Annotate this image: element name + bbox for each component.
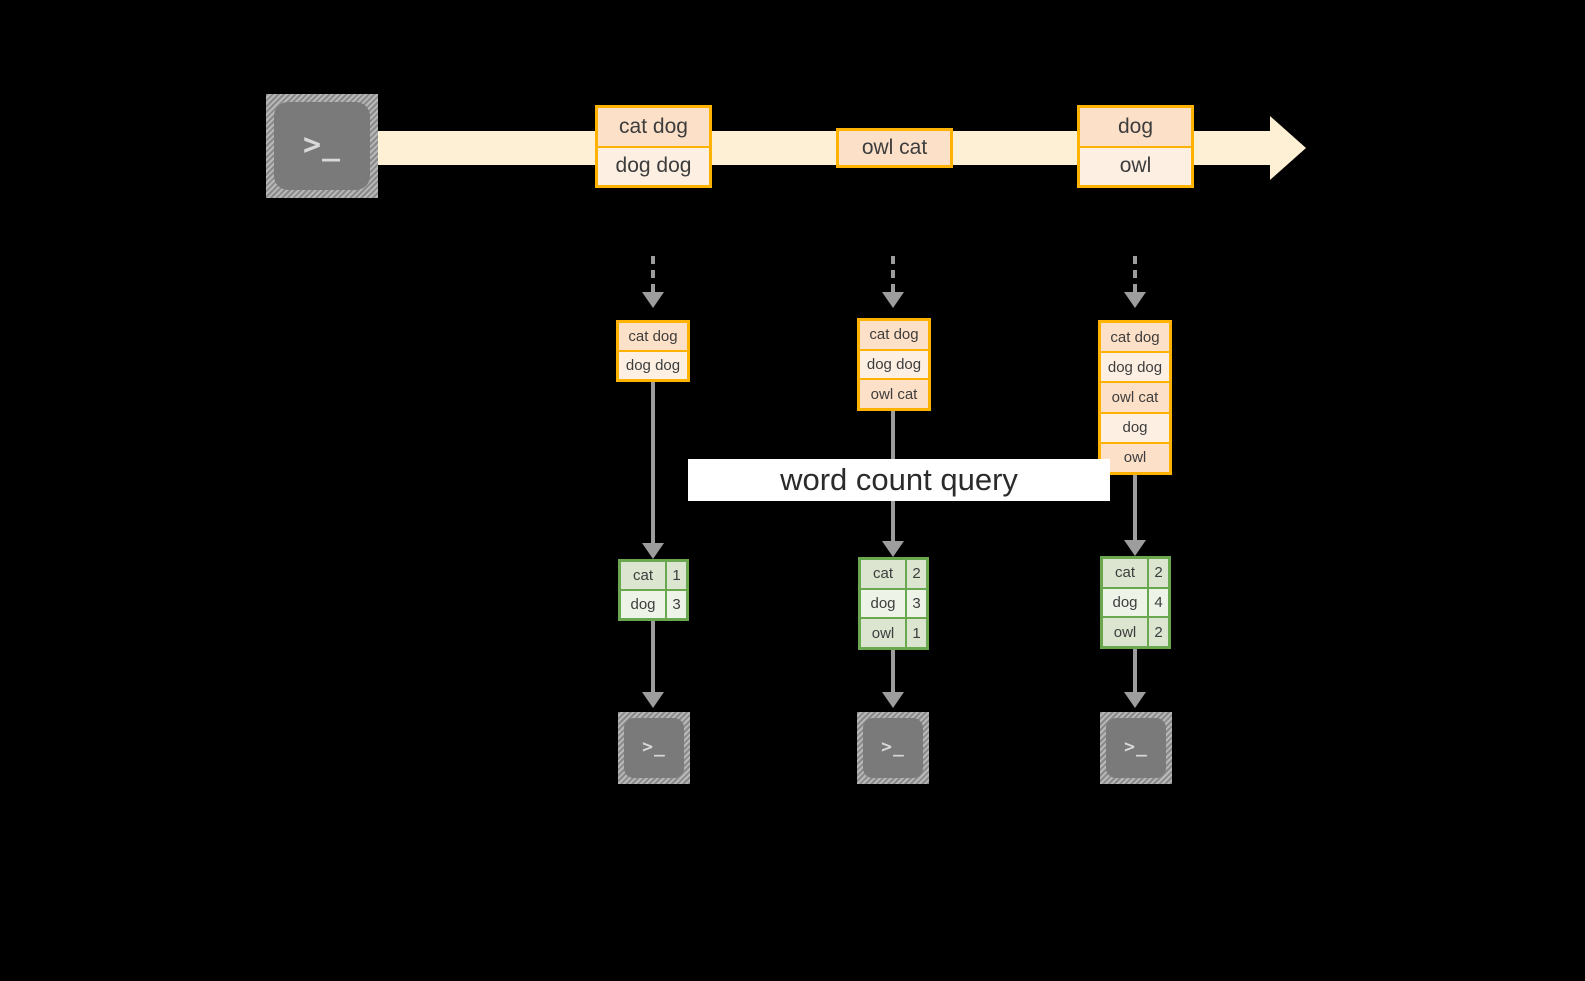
stream-batch-line: cat dog xyxy=(598,108,709,146)
table-state-row: dog dog xyxy=(860,348,928,379)
table-state-row: dog dog xyxy=(619,350,687,379)
stream-batch-line: dog dog xyxy=(598,145,709,185)
query-label: word count query xyxy=(688,459,1110,501)
table-state-row: cat dog xyxy=(619,323,687,350)
stream-arrowhead xyxy=(1270,116,1306,180)
table-state-row: dog xyxy=(1101,411,1169,442)
terminal-prompt-glyph: >_ xyxy=(642,736,666,758)
result-table-1: cat 1 dog 3 xyxy=(618,559,689,621)
result-word: dog xyxy=(861,589,905,618)
stream-batch-line: owl cat xyxy=(839,131,950,165)
result-row: cat 2 xyxy=(861,560,926,588)
result-word: cat xyxy=(1103,559,1147,587)
query-arrowhead-3 xyxy=(1124,540,1146,556)
result-to-sink-arrowhead-2 xyxy=(882,692,904,708)
result-word: cat xyxy=(861,560,905,588)
terminal-screen: >_ xyxy=(624,718,684,778)
result-count: 3 xyxy=(665,591,686,618)
stream-to-table-arrowhead-1 xyxy=(642,292,664,308)
stream-to-table-connector-2 xyxy=(891,256,895,292)
stream-to-table-connector-1 xyxy=(651,256,655,292)
table-state-row: owl cat xyxy=(1101,381,1169,412)
terminal-prompt-glyph: >_ xyxy=(302,127,342,163)
result-row: dog 4 xyxy=(1103,586,1168,617)
stream-batch-line: dog xyxy=(1080,108,1191,146)
stream-to-table-arrowhead-2 xyxy=(882,292,904,308)
table-state-row: owl cat xyxy=(860,378,928,409)
stream-batch-1: cat dog dog dog xyxy=(595,105,712,188)
result-row: dog 3 xyxy=(621,589,686,618)
stream-to-table-arrowhead-3 xyxy=(1124,292,1146,308)
result-row: cat 1 xyxy=(621,562,686,589)
terminal-screen: >_ xyxy=(1106,718,1166,778)
query-arrowhead-2 xyxy=(882,541,904,557)
query-connector-1 xyxy=(651,382,655,548)
stream-batch-3: dog owl xyxy=(1077,105,1194,188)
table-state-row: dog dog xyxy=(1101,351,1169,382)
terminal-screen: >_ xyxy=(274,102,370,190)
sink-terminal-icon-1[interactable]: >_ xyxy=(618,712,690,784)
result-word: dog xyxy=(1103,588,1147,617)
result-row: owl 2 xyxy=(1103,616,1168,647)
table-state-row: cat dog xyxy=(1101,323,1169,352)
table-state-1: cat dog dog dog xyxy=(616,320,690,382)
terminal-prompt-glyph: >_ xyxy=(881,736,905,758)
result-word: owl xyxy=(861,619,905,648)
result-word: dog xyxy=(621,591,665,618)
table-state-2: cat dog dog dog owl cat xyxy=(857,318,931,411)
stream-to-table-connector-3 xyxy=(1133,256,1137,292)
result-row: owl 1 xyxy=(861,617,926,648)
result-to-sink-connector-2 xyxy=(891,650,895,695)
result-table-3: cat 2 dog 4 owl 2 xyxy=(1100,556,1171,649)
result-to-sink-connector-3 xyxy=(1133,649,1137,695)
table-state-row: cat dog xyxy=(860,321,928,349)
query-arrowhead-1 xyxy=(642,543,664,559)
result-count: 2 xyxy=(1147,559,1168,587)
terminal-screen: >_ xyxy=(863,718,923,778)
result-to-sink-arrowhead-1 xyxy=(642,692,664,708)
sink-terminal-icon-2[interactable]: >_ xyxy=(857,712,929,784)
stream-batch-line: owl xyxy=(1080,145,1191,185)
result-row: dog 3 xyxy=(861,587,926,618)
source-terminal-icon[interactable]: >_ xyxy=(266,94,378,198)
result-count: 1 xyxy=(905,619,926,648)
query-connector-3 xyxy=(1133,475,1137,545)
result-table-2: cat 2 dog 3 owl 1 xyxy=(858,557,929,650)
result-word: cat xyxy=(621,562,665,589)
table-state-row: owl xyxy=(1101,441,1169,473)
terminal-prompt-glyph: >_ xyxy=(1124,736,1148,758)
sink-terminal-icon-3[interactable]: >_ xyxy=(1100,712,1172,784)
result-count: 3 xyxy=(905,589,926,618)
result-count: 2 xyxy=(1147,618,1168,647)
result-count: 2 xyxy=(905,560,926,588)
result-to-sink-arrowhead-3 xyxy=(1124,692,1146,708)
stream-batch-2: owl cat xyxy=(836,128,953,168)
result-count: 1 xyxy=(665,562,686,589)
result-word: owl xyxy=(1103,618,1147,647)
table-state-3: cat dog dog dog owl cat dog owl xyxy=(1098,320,1172,475)
result-to-sink-connector-1 xyxy=(651,621,655,695)
result-count: 4 xyxy=(1147,588,1168,617)
result-row: cat 2 xyxy=(1103,559,1168,587)
